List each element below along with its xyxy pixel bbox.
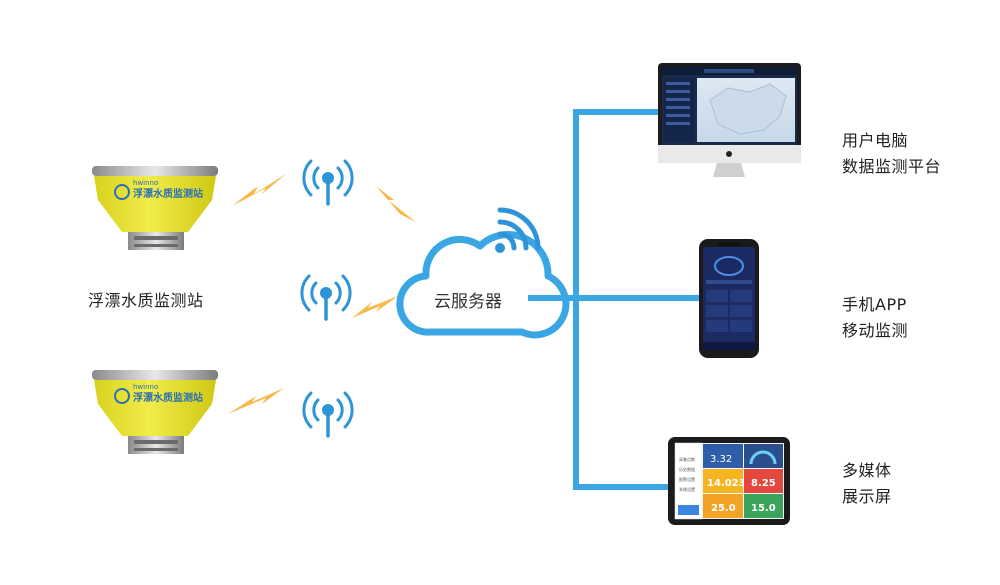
tablet-value: 25.0 bbox=[711, 503, 736, 514]
connection-lines bbox=[528, 109, 700, 490]
tablet-value: 3.32 bbox=[710, 454, 732, 465]
desktop-monitor bbox=[658, 63, 801, 177]
lightning-icon bbox=[352, 296, 398, 318]
station-label: 浮漂水质监测站 bbox=[88, 288, 204, 314]
tablet-value: 15.0 bbox=[751, 503, 776, 514]
tablet-value: 8.25 bbox=[751, 478, 776, 489]
tablet-menu-item: 系统设置 bbox=[679, 486, 695, 492]
wifi-antenna-icon bbox=[300, 274, 352, 321]
pc-label-line: 用户电脑 bbox=[842, 131, 909, 150]
station-label-text: 浮漂水质监测站 bbox=[88, 291, 204, 310]
tablet-display: 采集点数 历史数据 报警设置 系统设置 3.32 14.023 8.25 25.… bbox=[668, 437, 790, 525]
tablet-menu-item: 采集点数 bbox=[679, 456, 695, 462]
tablet-label-line: 多媒体 bbox=[842, 461, 892, 480]
lightning-icon bbox=[228, 388, 284, 414]
tablet-label-line: 展示屏 bbox=[842, 487, 892, 506]
cloud-wifi-icon bbox=[495, 207, 541, 253]
phone-label: 手机APP 移动监测 bbox=[842, 292, 908, 344]
cloud-server-label: 云服务器 bbox=[434, 292, 502, 312]
buoy-badge: 浮漂水质监测站 bbox=[133, 187, 203, 200]
pc-label-line: 数据监测平台 bbox=[842, 157, 942, 176]
tablet-value: 14.023 bbox=[707, 478, 746, 489]
smartphone bbox=[699, 239, 759, 358]
buoy-station-bottom: hwinno 浮漂水质监测站 bbox=[92, 370, 218, 454]
phone-label-line: 移动监测 bbox=[842, 321, 909, 340]
tablet-label: 多媒体 展示屏 bbox=[842, 458, 892, 510]
buoy-station-top: hwinno 浮漂水质监测站 bbox=[92, 166, 218, 250]
buoy-brand: hwinno bbox=[133, 383, 158, 391]
wifi-antenna-icon bbox=[302, 391, 354, 438]
phone-label-line: 手机APP bbox=[842, 295, 907, 314]
lightning-icon bbox=[232, 174, 286, 206]
tablet-menu-item: 历史数据 bbox=[679, 466, 695, 472]
lightning-icon bbox=[376, 186, 416, 222]
tablet-menu-item: 报警设置 bbox=[679, 476, 695, 482]
pc-label: 用户电脑 数据监测平台 bbox=[842, 128, 941, 180]
buoy-brand: hwinno bbox=[133, 179, 158, 187]
wifi-antenna-icon bbox=[302, 159, 354, 206]
cloud-icon bbox=[396, 231, 570, 339]
buoy-badge: 浮漂水质监测站 bbox=[133, 391, 203, 404]
